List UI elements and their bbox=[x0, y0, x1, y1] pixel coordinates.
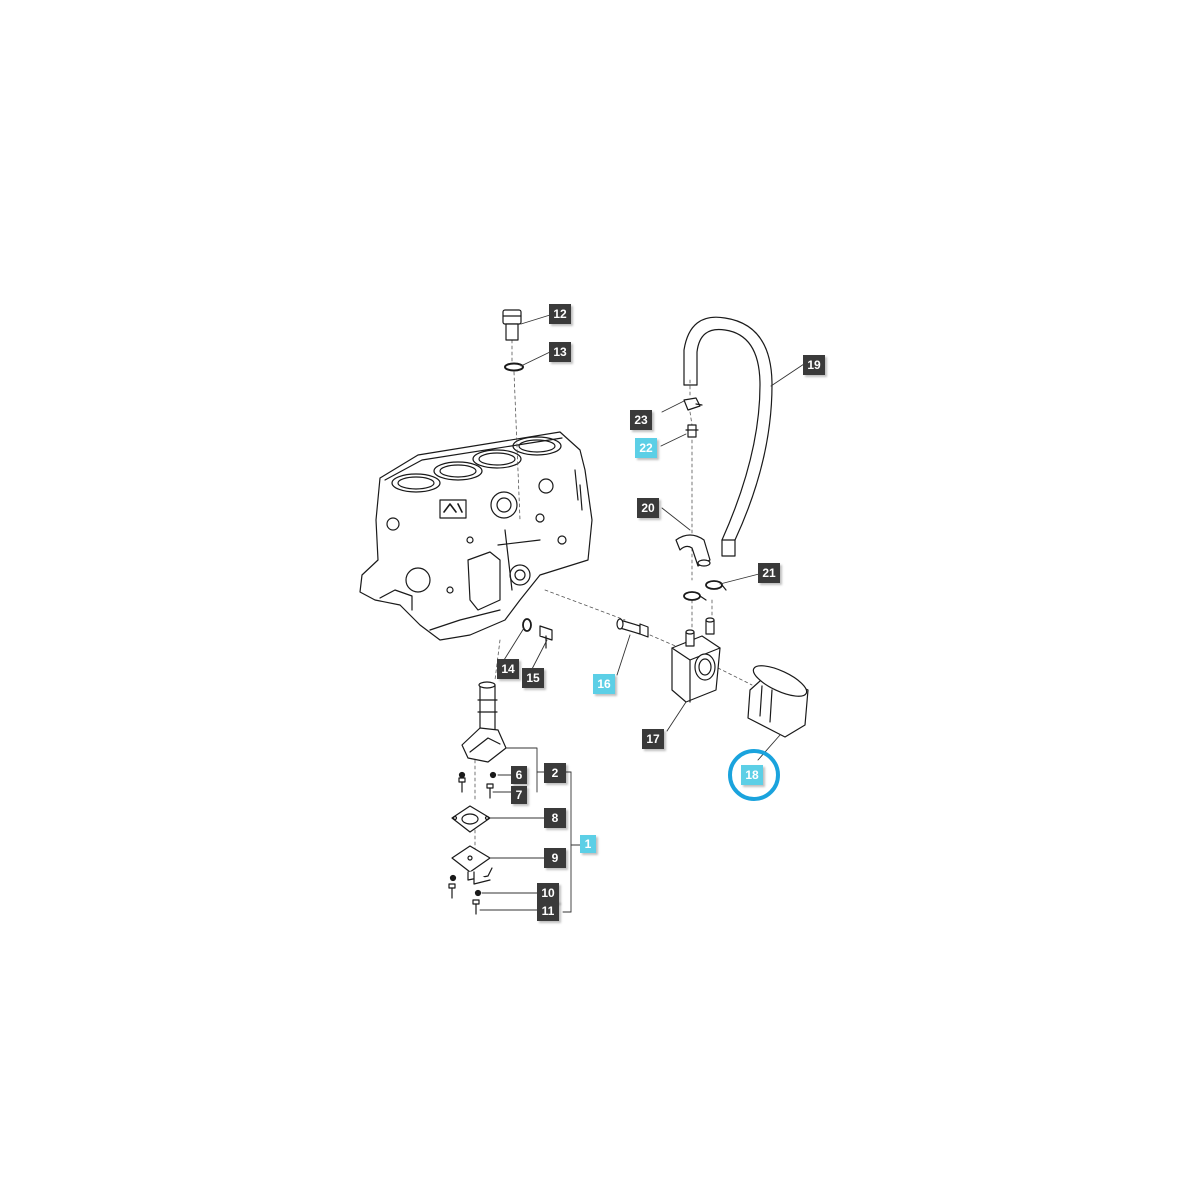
part-15-bolt bbox=[539, 625, 553, 649]
assembly-axes bbox=[474, 339, 753, 871]
callout-8[interactable]: 8 bbox=[544, 808, 566, 828]
callout-2[interactable]: 2 bbox=[544, 763, 566, 783]
callout-14[interactable]: 14 bbox=[497, 659, 519, 679]
part-18-oil-filter bbox=[747, 665, 809, 738]
part-10-washer bbox=[449, 874, 482, 897]
callout-6[interactable]: 6 bbox=[511, 766, 527, 784]
part-14-washer bbox=[522, 618, 532, 632]
callout-7[interactable]: 7 bbox=[511, 786, 527, 804]
part-22-connector bbox=[685, 424, 699, 438]
part-12-plug bbox=[502, 309, 522, 341]
callout-21[interactable]: 21 bbox=[758, 563, 780, 583]
callout-12[interactable]: 12 bbox=[549, 304, 571, 324]
callout-leaders bbox=[479, 314, 805, 913]
part-9-strainer bbox=[451, 845, 493, 885]
callout-17[interactable]: 17 bbox=[642, 729, 664, 749]
callout-10[interactable]: 10 bbox=[537, 883, 559, 903]
engine-block bbox=[359, 431, 593, 641]
oil-pickup-tube bbox=[461, 681, 507, 763]
part-20-elbow bbox=[675, 534, 711, 567]
callout-9[interactable]: 9 bbox=[544, 848, 566, 868]
callout-16[interactable]: 16 bbox=[593, 674, 615, 694]
callout-20[interactable]: 20 bbox=[637, 498, 659, 518]
part-23-clip bbox=[683, 397, 703, 411]
callout-13[interactable]: 13 bbox=[549, 342, 571, 362]
part-21-clamps bbox=[683, 580, 727, 601]
callout-15[interactable]: 15 bbox=[522, 668, 544, 688]
part-6-washer bbox=[458, 771, 497, 779]
callout-11[interactable]: 11 bbox=[537, 901, 559, 921]
part-7-screw bbox=[458, 777, 494, 799]
callout-18[interactable]: 18 bbox=[741, 765, 763, 785]
part-16-fitting bbox=[616, 618, 649, 638]
callout-19[interactable]: 19 bbox=[803, 355, 825, 375]
callout-22[interactable]: 22 bbox=[635, 438, 657, 458]
part-13-seal-ring bbox=[504, 362, 524, 372]
highlight-ring bbox=[728, 749, 780, 801]
part-8-gasket bbox=[451, 805, 491, 833]
part-11-screw bbox=[448, 883, 480, 915]
callout-23[interactable]: 23 bbox=[630, 410, 652, 430]
part-19-hose bbox=[683, 316, 773, 557]
callout-1[interactable]: 1 bbox=[580, 835, 596, 853]
part-17-oil-cooler bbox=[671, 617, 721, 703]
